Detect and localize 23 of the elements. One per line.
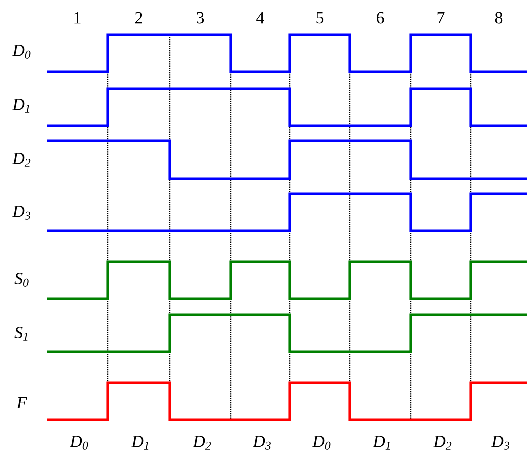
signal-name: S$_{0}$ (14, 273, 29, 287)
slot-label: D$_{1}$ (372, 436, 390, 450)
slot-number: 7 (438, 12, 445, 24)
slot-number: 8 (495, 12, 503, 24)
slot-number: 2 (136, 12, 142, 24)
slot-label: D$_{3}$ (252, 436, 271, 450)
signal-name: F (16, 397, 28, 409)
slot-label: D$_{1}$ (131, 436, 149, 450)
slot-number: 4 (256, 12, 264, 24)
signal-name: D$_{3}$ (12, 206, 30, 220)
slot-number: 5 (316, 12, 324, 24)
slot-label: D$_{2}$ (433, 436, 452, 450)
slot-label: D$_{0}$ (70, 436, 88, 450)
slot-number: 6 (377, 12, 384, 24)
slot-label: D$_{3}$ (491, 436, 510, 450)
signal-name: D$_{1}$ (12, 99, 30, 113)
slot-label: D$_{2}$ (192, 436, 212, 450)
signal-name: D$_{2}$ (12, 153, 31, 167)
slot-number: 1 (74, 12, 81, 24)
signal-name: D$_{0}$ (12, 45, 31, 59)
signal-name: S$_{1}$ (14, 327, 28, 341)
slot-number: 3 (197, 12, 204, 24)
slot-label: D$_{0}$ (312, 436, 331, 450)
